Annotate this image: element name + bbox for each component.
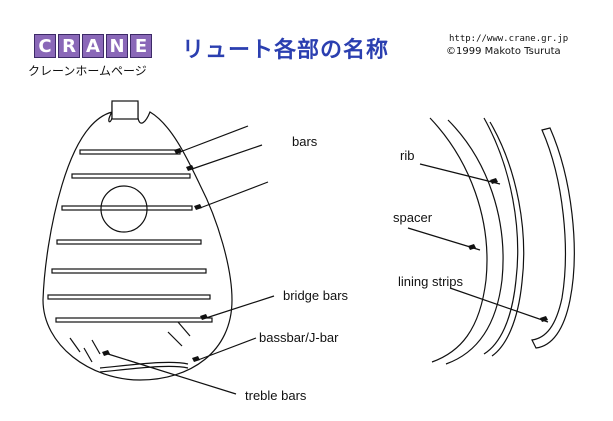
neck-stub	[111, 100, 139, 120]
label-bridge-bars: bridge bars	[283, 288, 349, 303]
label-lining-strips: lining strips	[398, 274, 464, 289]
soundboard-outline	[42, 102, 233, 381]
logo-subtitle: クレーンホームページ	[28, 64, 147, 78]
label-bassbar: bassbar/J-bar	[259, 330, 339, 345]
logo-letter-e: E	[130, 34, 152, 58]
rib-inner	[445, 119, 504, 365]
label-treble-bars: treble bars	[245, 388, 307, 403]
logo-letter-n: N	[106, 34, 128, 58]
label-rib: rib	[400, 148, 415, 163]
copyright-notice: ©1999 Makoto Tsuruta	[446, 46, 561, 57]
logo-letter-c: C	[34, 34, 56, 58]
bassbar-j-bar	[99, 361, 189, 369]
rib-outer	[429, 117, 488, 363]
site-url: http://www.crane.gr.jp	[449, 34, 569, 44]
rose-hole	[100, 185, 148, 233]
logo-letter-a: A	[82, 34, 104, 58]
label-spacer: spacer	[393, 210, 433, 225]
spacer-inner	[489, 121, 525, 357]
marker-icons	[102, 148, 548, 362]
leader-bridge-bars	[205, 295, 275, 319]
leader-bassbar	[197, 337, 257, 361]
spacer-outer	[483, 117, 519, 355]
leader-bars-1	[179, 125, 249, 153]
label-bars: bars	[292, 134, 318, 149]
leader-treble-bars	[107, 353, 237, 395]
leader-bars-2	[191, 144, 263, 170]
leader-bars-3	[199, 181, 269, 209]
leader-spacer	[407, 227, 481, 251]
leader-lining-strips	[449, 287, 549, 323]
page-title: リュート各部の名称	[182, 38, 390, 63]
logo-letter-r: R	[58, 34, 80, 58]
treble-bars	[69, 321, 191, 363]
crane-logo[interactable]: C R A N E	[34, 34, 152, 58]
soundboard-bars	[47, 149, 213, 323]
leader-rib	[419, 163, 501, 185]
lining-strip-profile	[531, 127, 575, 349]
